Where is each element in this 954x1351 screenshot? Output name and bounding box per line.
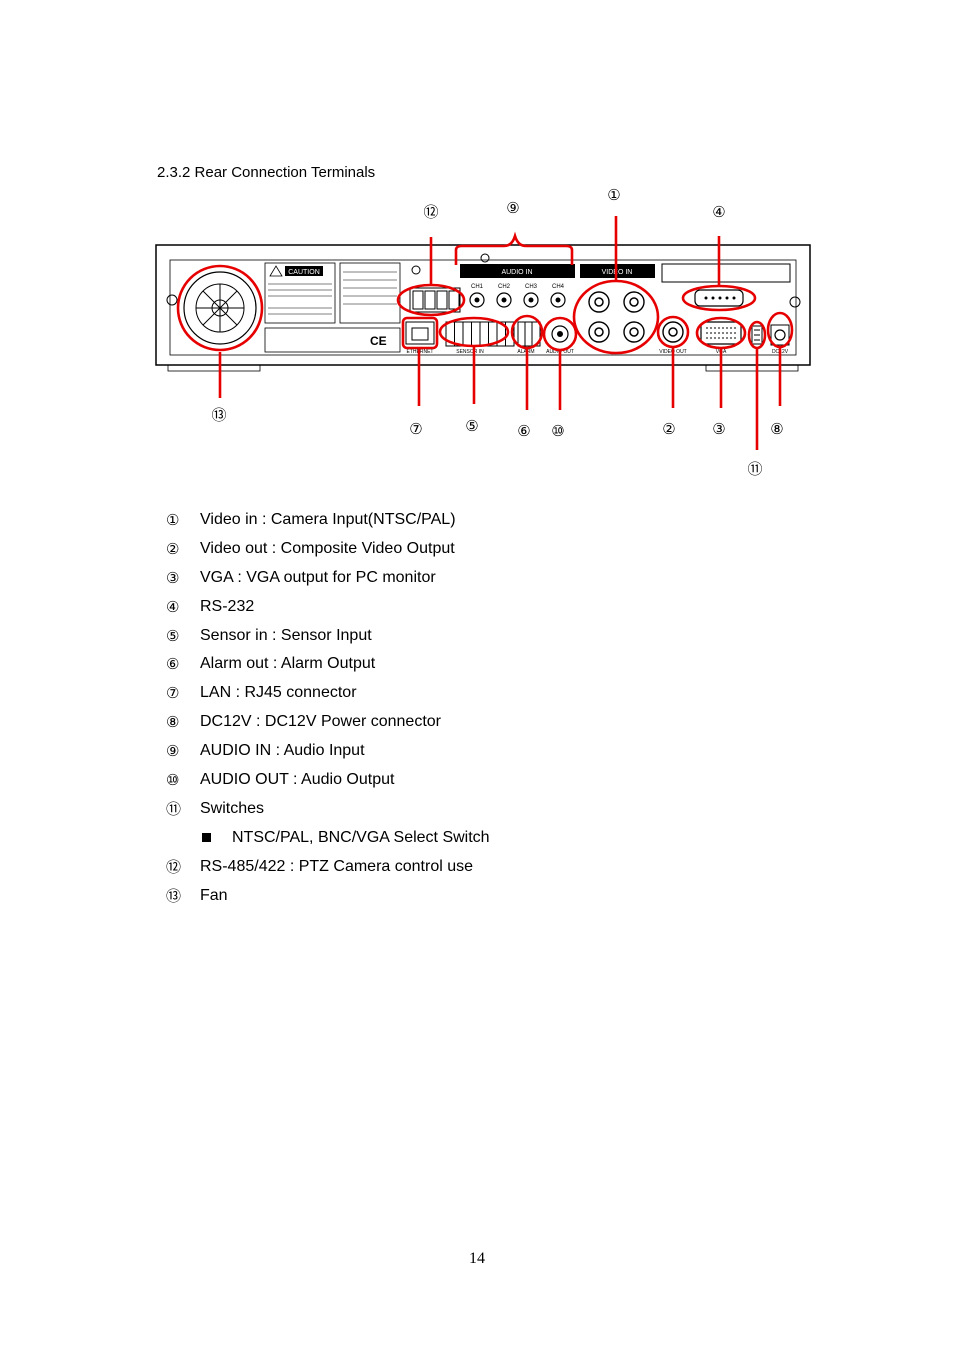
audio-jack-ch2 [496, 292, 512, 308]
item-number: ⑧ [166, 713, 180, 732]
item-number: ⑤ [166, 626, 180, 645]
caution-label [264, 262, 336, 324]
item-number: ⑦ [166, 684, 180, 703]
audio-in-label: AUDIO IN [501, 269, 532, 276]
section-heading: 2.3.2 Rear Connection Terminals [157, 164, 376, 181]
callout-lan: ⑦ [409, 420, 423, 438]
item-number: ⑨ [166, 742, 180, 761]
callout-alarm-out: ⑥ [517, 422, 531, 440]
callout-video-out: ② [662, 420, 676, 438]
square-bullet-icon [202, 832, 211, 842]
model-plate [661, 263, 791, 283]
callout-video-in: ① [607, 186, 621, 204]
audio-ch1-label: CH1 [471, 284, 484, 290]
audio-jack-ch1 [469, 292, 485, 308]
select-switch [751, 325, 763, 345]
callout-audio-in: ⑨ [506, 199, 520, 217]
video-out-bnc [662, 321, 684, 343]
item-text: AUDIO IN : Audio Input [200, 742, 365, 760]
rs485-terminal [409, 287, 461, 313]
item-number: ⑥ [166, 655, 180, 674]
item-text: DC12V : DC12V Power connector [200, 713, 441, 731]
fan-ring [183, 271, 257, 345]
rear-panel-figure: CAUTION CE AUDIO IN CH1 CH2 CH3 CH4 [150, 180, 820, 480]
dc12v-jack-box [770, 324, 790, 346]
item-number: ③ [166, 568, 180, 587]
item-text: Fan [200, 886, 228, 904]
item-number: ⑪ [166, 799, 182, 818]
audio-out-jack [551, 325, 569, 343]
item-number: ⑬ [166, 886, 182, 905]
audio-ch4-label: CH4 [552, 284, 565, 290]
bnc-ch4 [623, 321, 645, 343]
bnc-ch1 [588, 291, 610, 313]
sensor-in-label: SENSOR IN [456, 349, 484, 355]
bnc-ch3 [588, 321, 610, 343]
callout-dc12v: ⑧ [770, 420, 784, 438]
callout-rs232: ④ [712, 203, 726, 221]
screw-left [166, 294, 178, 306]
audio-ch2-label: CH2 [498, 284, 511, 290]
cert-label [264, 327, 401, 353]
ethernet-port [405, 321, 435, 345]
item-number: ② [166, 539, 180, 558]
callout-switches: ⑪ [747, 460, 763, 478]
screw-top [480, 253, 490, 263]
screw-right [789, 296, 801, 308]
item-text: LAN : RJ45 connector [200, 684, 357, 702]
caution-text: CAUTION [288, 269, 320, 276]
callout-audio-out: ⑩ [551, 422, 565, 440]
ce-mark: CE [370, 334, 387, 348]
item-text: Video in : Camera Input(NTSC/PAL) [200, 511, 456, 528]
foot-left [167, 364, 261, 372]
audio-ch3-label: CH3 [525, 284, 538, 290]
audio-jack-ch4 [550, 292, 566, 308]
rear-panel-diagram: CAUTION CE AUDIO IN CH1 CH2 CH3 CH4 [155, 216, 811, 450]
page-number: 14 [469, 1250, 485, 1267]
item-text: AUDIO OUT : Audio Output [200, 771, 395, 789]
highlight-fan [176, 264, 264, 352]
callout-sensor-in: ⑤ [465, 417, 479, 435]
foot-right [705, 364, 799, 372]
callout-fan: ⑬ [211, 406, 227, 424]
item-text: VGA : VGA output for PC monitor [200, 568, 436, 586]
item-text: Video out : Composite Video Output [200, 539, 455, 557]
video-in-header [580, 264, 655, 278]
alarm-terminal [517, 321, 541, 347]
callout-vga: ③ [712, 420, 726, 438]
callout-rs485: ⑫ [423, 203, 439, 221]
bnc-ch2 [623, 291, 645, 313]
dc12v-jack [774, 329, 786, 341]
audio-jack-ch3 [523, 292, 539, 308]
item-text: RS-485/422 : PTZ Camera control use [200, 857, 474, 875]
item-number: ④ [166, 597, 180, 616]
item-text: Sensor in : Sensor Input [200, 626, 372, 644]
chassis-inner [169, 259, 797, 356]
rs232-port [694, 289, 744, 307]
highlight-audio-in-bracket [454, 231, 574, 265]
item-text: RS-232 [200, 597, 255, 615]
audio-in-header [460, 264, 575, 278]
vga-port [700, 321, 742, 345]
item-number: ① [166, 511, 180, 529]
item-text: NTSC/PAL, BNC/VGA Select Switch [232, 828, 490, 846]
item-number: ⑩ [166, 771, 180, 790]
item-text: Switches [200, 799, 265, 817]
item-number: ⑫ [166, 857, 182, 876]
item-text: Alarm out : Alarm Output [200, 655, 376, 673]
